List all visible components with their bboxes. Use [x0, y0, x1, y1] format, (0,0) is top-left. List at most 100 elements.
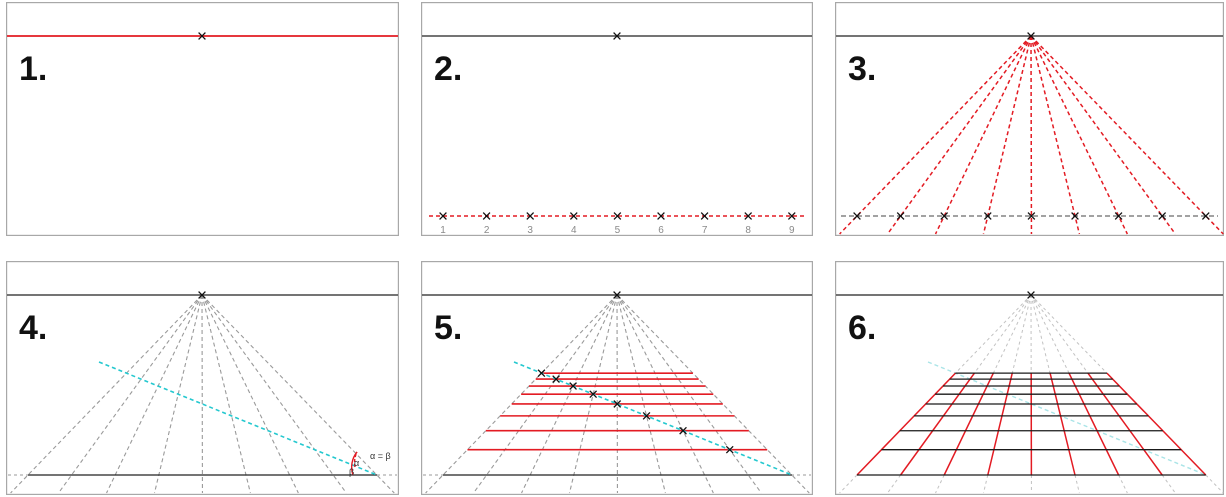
- cross-stroke: [198, 291, 206, 299]
- vanishing-ray: [201, 294, 299, 494]
- cross-stroke: [526, 212, 535, 220]
- vanishing-ray-faint: [1030, 294, 1089, 374]
- cross-stroke: [725, 445, 734, 454]
- point-number: 1: [440, 225, 446, 236]
- step-number: 2.: [434, 50, 462, 88]
- vanishing-ray-faint: [1205, 474, 1224, 494]
- cross-stroke: [482, 212, 491, 220]
- vanishing-point: [613, 291, 621, 299]
- panel-frame: [421, 261, 813, 496]
- step-number: 4.: [19, 309, 47, 347]
- angle-equality-note: α = β: [370, 451, 391, 461]
- base-point: [439, 212, 447, 220]
- vanishing-ray: [106, 294, 203, 494]
- cross-stroke: [983, 212, 992, 220]
- base-point: [1071, 212, 1079, 220]
- cross-stroke: [1027, 32, 1035, 40]
- base-point: [983, 212, 992, 220]
- intersection-point: [679, 426, 687, 435]
- panel-1: 1.: [6, 2, 399, 237]
- grid-vertical: [1068, 372, 1120, 476]
- vanishing-ray: [1030, 35, 1176, 235]
- panel-6: 6.: [835, 261, 1224, 496]
- cross-stroke: [613, 400, 622, 408]
- cross-stroke: [569, 382, 577, 390]
- base-point: [853, 212, 861, 220]
- vanishing-ray-faint: [955, 294, 1032, 374]
- base-point: [896, 212, 905, 220]
- vanishing-ray-faint: [1030, 294, 1070, 374]
- base-point: [700, 212, 709, 220]
- vanishing-ray: [10, 294, 203, 494]
- base-point: [569, 212, 578, 220]
- panel-frame: [421, 2, 813, 237]
- step-number: 1.: [19, 50, 47, 88]
- vanishing-ray: [201, 294, 395, 494]
- grid-vertical: [1087, 372, 1163, 476]
- grid-vertical: [856, 372, 956, 476]
- cross-stroke: [1027, 212, 1036, 220]
- vanishing-ray-faint: [887, 474, 902, 494]
- intersection-point: [589, 390, 598, 399]
- cross-stroke: [537, 369, 546, 378]
- base-point: [657, 212, 665, 220]
- intersection-point: [642, 412, 651, 420]
- diagonal-line: [927, 361, 1207, 476]
- point-number: 3: [527, 225, 533, 236]
- cross-stroke: [1071, 212, 1079, 220]
- vanishing-ray: [1030, 35, 1081, 235]
- cross-stroke: [1201, 212, 1210, 220]
- vanishing-point: [613, 32, 621, 40]
- grid-vertical: [1106, 372, 1207, 476]
- cross-stroke: [569, 212, 578, 220]
- vanishing-ray-faint: [1030, 294, 1051, 374]
- cross-stroke: [552, 375, 560, 383]
- angle-arc-beta: [350, 451, 358, 476]
- panel-frame: [835, 261, 1224, 496]
- cross-stroke: [613, 291, 621, 299]
- grid-vertical: [943, 372, 994, 476]
- diagonal-line: [513, 361, 793, 476]
- cross-stroke: [679, 426, 687, 435]
- vanishing-ray-faint: [1011, 294, 1032, 374]
- cross-stroke: [940, 212, 949, 220]
- panel-frame: [6, 261, 399, 496]
- vanishing-point: [1027, 291, 1035, 299]
- vanishing-point: [1027, 32, 1035, 40]
- intersection-point: [725, 445, 734, 454]
- vanishing-ray: [1030, 35, 1224, 235]
- cross-stroke: [744, 212, 753, 220]
- diagonal-line: [98, 361, 378, 476]
- panel-5: 5.: [421, 261, 813, 496]
- vanishing-ray: [934, 35, 1032, 235]
- point-number: 4: [571, 225, 577, 236]
- vanishing-ray: [616, 294, 714, 494]
- base-point: [613, 212, 622, 220]
- vanishing-ray: [201, 294, 251, 494]
- step-number: 5.: [434, 309, 462, 347]
- point-number: 6: [658, 225, 664, 236]
- vanishing-ray: [201, 294, 347, 494]
- base-point: [1114, 212, 1123, 220]
- base-point: [787, 212, 796, 220]
- base-point: [1201, 212, 1210, 220]
- base-point: [1027, 212, 1036, 220]
- intersection-point: [613, 400, 622, 408]
- vanishing-ray: [58, 294, 203, 494]
- cross-stroke: [613, 212, 622, 220]
- vanishing-point: [198, 32, 206, 40]
- cross-stroke: [198, 32, 206, 40]
- cross-stroke: [700, 212, 709, 220]
- point-number: 9: [789, 225, 795, 236]
- cross-stroke: [896, 212, 905, 220]
- grid-vertical: [1049, 372, 1076, 476]
- base-point: [744, 212, 753, 220]
- vanishing-point: [198, 291, 206, 299]
- cross-stroke: [1114, 212, 1123, 220]
- alpha-label: α: [354, 458, 359, 468]
- base-point: [526, 212, 535, 220]
- vanishing-ray: [425, 294, 618, 494]
- base-point: [940, 212, 949, 220]
